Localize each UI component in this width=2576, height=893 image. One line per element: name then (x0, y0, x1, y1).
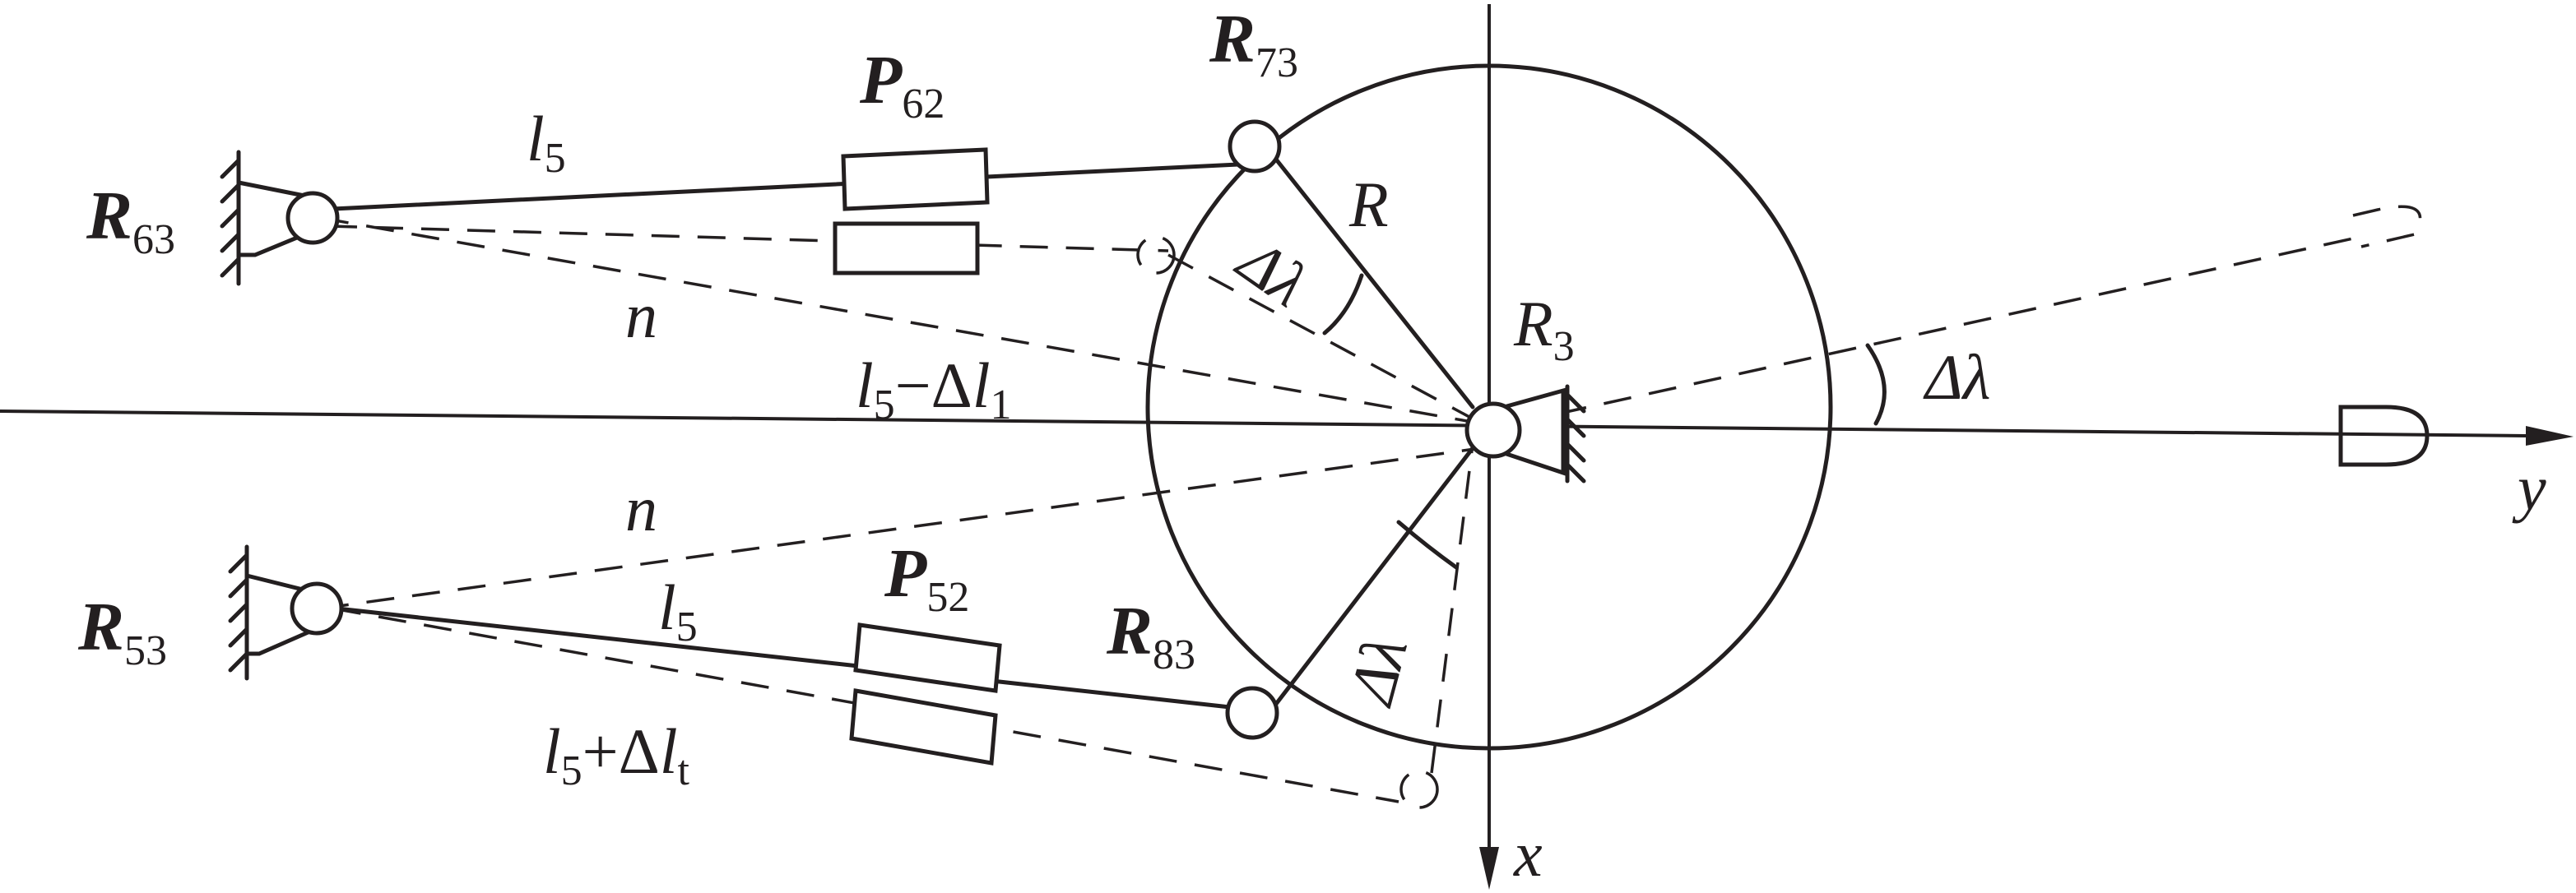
link-radius-bottom (1271, 446, 1475, 710)
y-axis-arrow-icon (2526, 426, 2574, 446)
label-p62: P62 (859, 42, 945, 127)
dashed-l5-plus (332, 607, 1399, 803)
dashed-n-bottom (320, 446, 1482, 610)
angle-arc-bottom (1396, 520, 1459, 570)
prismatic-p62-ghost (833, 221, 980, 275)
label-r63: R63 (86, 178, 175, 263)
label-p52: P52 (884, 535, 969, 621)
link-radius-top (1271, 154, 1475, 409)
label-n-top: n (625, 280, 657, 351)
label-l5-top: l5 (527, 103, 566, 182)
label-dlambda-top: Δλ (1224, 223, 1321, 321)
dashed-l5-minus (328, 224, 1169, 252)
prismatic-p52-ghost (849, 688, 998, 766)
label-r53: R53 (77, 589, 167, 674)
link-l5-bottom (335, 606, 1232, 710)
prismatic-p62 (841, 147, 990, 211)
label-n-bottom: n (625, 473, 657, 544)
joint-r3 (1464, 401, 1522, 459)
dashed-n-top (320, 216, 1482, 425)
label-dlambda-bottom: Δλ (1334, 629, 1421, 713)
label-r73: R73 (1209, 1, 1298, 86)
label-r3: R3 (1513, 288, 1575, 370)
label-r83: R83 (1106, 593, 1195, 678)
angle-arc-right (1865, 343, 1887, 426)
angle-arc-top (1322, 273, 1364, 335)
dashed-end-effector-rotated (2352, 205, 2422, 248)
dashed-rotated-y (1513, 237, 2354, 425)
rotor-circle (1145, 63, 1833, 751)
label-l5-plus: l5+Δlt (543, 715, 690, 794)
joint-r83 (1225, 686, 1279, 740)
label-l5-bottom: l5 (658, 571, 698, 650)
joint-r73 (1228, 119, 1282, 174)
label-l5-minus: l5−Δl1 (856, 349, 1012, 428)
dashed-radius-top (1167, 253, 1490, 429)
dashed-radius-bottom (1430, 443, 1474, 774)
end-effector-icon (2338, 405, 2430, 467)
label-dlambda-right: Δλ (1923, 341, 1991, 413)
joint-r63 (285, 191, 340, 245)
label-axis-y: y (2512, 452, 2546, 524)
y-axis-line (0, 409, 2527, 437)
label-radius: R (1348, 169, 1389, 240)
ghost-joint-bottom (1399, 770, 1439, 809)
link-l5-top (331, 162, 1241, 211)
joint-r53 (290, 581, 344, 636)
ghost-joint-top (1136, 235, 1176, 275)
prismatic-p52 (853, 622, 1002, 693)
x-axis-arrow-icon (1479, 847, 1499, 890)
label-axis-x: x (1513, 818, 1543, 890)
